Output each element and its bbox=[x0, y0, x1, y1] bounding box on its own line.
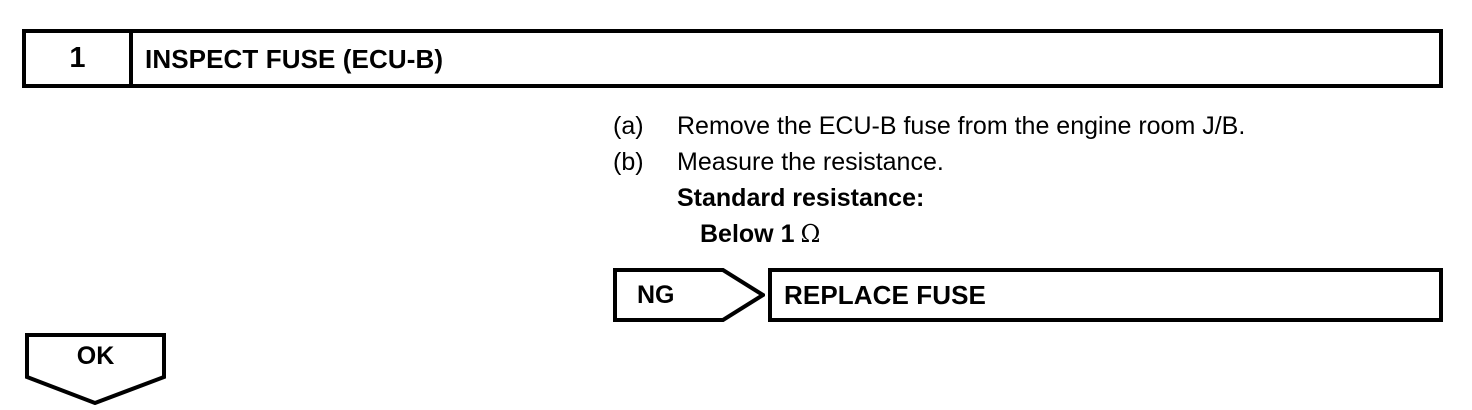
ohm-unit-symbol: Ω bbox=[800, 220, 821, 248]
instruction-marker: (b) bbox=[613, 148, 644, 176]
standard-resistance-value-row: Below 1 Ω bbox=[613, 216, 1433, 252]
standard-resistance-value: Below 1 bbox=[700, 220, 795, 248]
instruction-item: (b) Measure the resistance. bbox=[613, 144, 1433, 180]
ng-branch-label: NG bbox=[637, 280, 675, 309]
ng-branch-arrow: NG bbox=[613, 268, 765, 322]
step-number-cell: 1 bbox=[26, 33, 133, 84]
instruction-item: (a) Remove the ECU-B fuse from the engin… bbox=[613, 108, 1433, 144]
instruction-list: (a) Remove the ECU-B fuse from the engin… bbox=[613, 108, 1433, 252]
ng-result-text: REPLACE FUSE bbox=[784, 280, 987, 310]
standard-resistance-heading: Standard resistance: bbox=[677, 184, 925, 212]
step-title: INSPECT FUSE (ECU-B) bbox=[145, 43, 444, 74]
ng-result-box: REPLACE FUSE bbox=[768, 268, 1443, 322]
instruction-text: Measure the resistance. bbox=[677, 148, 944, 176]
standard-resistance-heading-row: Standard resistance: bbox=[613, 180, 1433, 216]
instruction-marker: (a) bbox=[613, 112, 644, 140]
step-header: 1 INSPECT FUSE (ECU-B) bbox=[22, 29, 1443, 88]
ok-branch-label: OK bbox=[76, 341, 115, 370]
step-title-cell: INSPECT FUSE (ECU-B) bbox=[133, 33, 1439, 84]
step-number: 1 bbox=[69, 42, 86, 74]
chevron-down-icon bbox=[25, 333, 166, 405]
ok-branch-connector: OK bbox=[25, 333, 166, 405]
instruction-text: Remove the ECU-B fuse from the engine ro… bbox=[677, 112, 1246, 140]
chevron-right-icon bbox=[613, 268, 765, 322]
